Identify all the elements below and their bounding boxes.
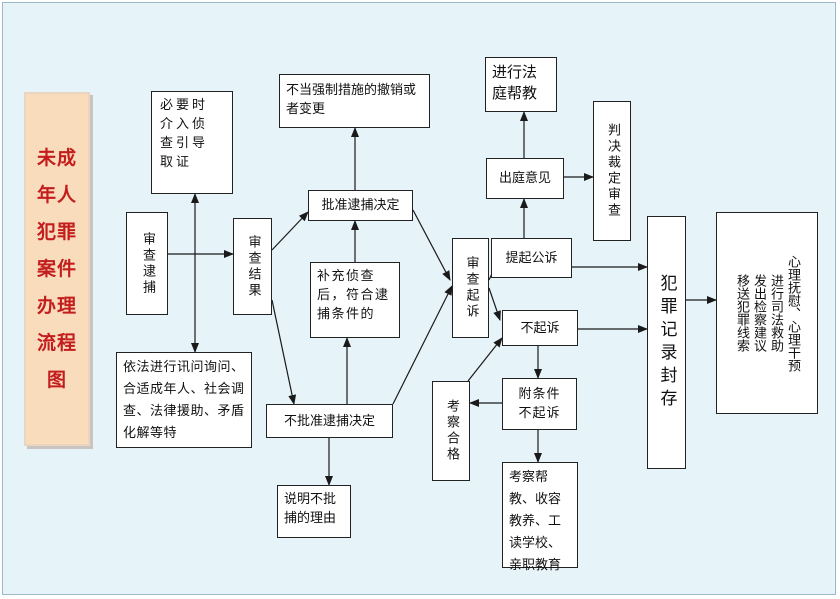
- node-supervision: 考察帮教、收容教养、工读学校、亲职教育: [502, 462, 578, 573]
- node-revoke: 不当强制措施的撤销或者变更: [279, 74, 430, 128]
- node-approve-arrest: 批准逮捕决定: [308, 190, 413, 221]
- node-observation-qualified-label: 考察合格: [444, 399, 459, 463]
- node-court-education: 进行法庭帮教: [485, 57, 557, 112]
- node-review-result: 审查结果: [233, 218, 272, 315]
- node-aftercare: 心理抚慰、心理干预 进行司法救助 发出检察建议 移送犯罪线索: [716, 212, 818, 414]
- node-observation-qualified: 考察合格: [432, 381, 470, 481]
- node-aftercare-label: 心理抚慰、心理干预 进行司法救助 发出检察建议 移送犯罪线索: [734, 254, 800, 372]
- node-record-seal-label: 犯罪记录封存: [656, 273, 677, 412]
- title-box: 未成年人犯罪案件办理流程图: [24, 92, 90, 446]
- node-explain-reason: 说明不批捕的理由: [277, 485, 351, 538]
- node-interrogation: 依法进行讯问询问、合适成年人、社会调查、法律援助、矛盾化解等特: [116, 352, 252, 448]
- node-supplement: 补充侦查后，符合逮捕条件的: [310, 262, 400, 338]
- node-review-prosecution: 审查起诉: [452, 238, 489, 338]
- page-title: 未成年人犯罪案件办理流程图: [36, 146, 77, 391]
- node-conditional-no-prosecution: 附条件 不起诉: [502, 378, 577, 430]
- arrow-reject-to-prosecution: [392, 285, 453, 405]
- arrow-observation-to-no-prosecution: [467, 337, 503, 382]
- arrow-approve-to-prosecution: [412, 209, 451, 281]
- node-verdict-review-label: 判决裁定审查: [605, 123, 620, 219]
- node-review-result-label: 审查结果: [245, 234, 261, 299]
- node-verdict-review: 判决裁定审查: [593, 101, 631, 241]
- node-review-prosecution-label: 审查起诉: [463, 256, 479, 320]
- node-public-prosecution: 提起公诉: [491, 238, 572, 278]
- node-reject-arrest: 不批准逮捕决定: [266, 404, 393, 438]
- node-guidance: 必要时 介入侦 查引导 取证: [151, 91, 233, 194]
- node-review-arrest-label: 审查逮捕: [140, 231, 155, 296]
- node-no-prosecution: 不起诉: [502, 310, 578, 346]
- arrow-result-to-reject: [271, 299, 297, 405]
- node-record-seal: 犯罪记录封存: [647, 216, 686, 469]
- arrow-to-no-prosecution: [488, 287, 501, 321]
- node-review-arrest: 审查逮捕: [126, 212, 168, 315]
- arrow-result-to-approve: [271, 211, 309, 251]
- node-court-opinion: 出庭意见: [486, 158, 564, 199]
